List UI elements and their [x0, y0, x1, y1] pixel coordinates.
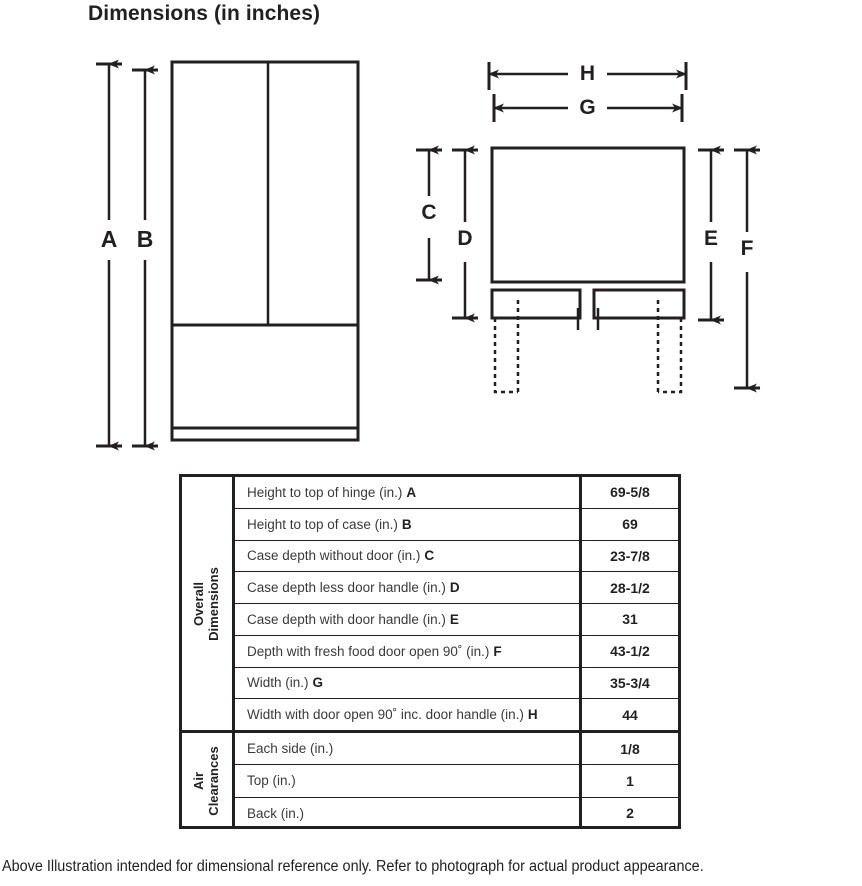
row-value: 43-1/2 — [610, 643, 650, 660]
side-view-drawing — [490, 146, 686, 394]
row-letter: B — [401, 516, 412, 532]
row-description-text: Back (in.) — [247, 805, 305, 821]
row-description: Top (in.) — [235, 765, 582, 797]
row-letter: A — [406, 484, 417, 500]
row-description: Width with door open 90˚ inc. door handl… — [235, 699, 582, 730]
dimension-arrow-b — [132, 65, 158, 451]
row-letter: H — [527, 707, 538, 723]
dimensions-table: Overall Dimensions Height to top of hing… — [179, 474, 681, 829]
dimension-label-h: H — [579, 62, 596, 85]
row-description-text: Width with door open 90˚ inc. door handl… — [247, 707, 524, 723]
row-description-text: Depth with fresh food door open 90˚ (in.… — [247, 643, 490, 659]
row-description: Each side (in.) — [235, 733, 582, 765]
dimension-label-e: E — [703, 227, 718, 250]
row-value: 23-7/8 — [610, 547, 650, 564]
dimension-label-a: A — [100, 226, 118, 252]
dimension-arrow-g — [492, 94, 684, 122]
row-description-text: Case depth without door (in.) — [247, 548, 421, 564]
row-value: 28-1/2 — [610, 579, 650, 596]
row-description-text: Each side (in.) — [247, 741, 334, 757]
dimension-label-d: D — [457, 227, 473, 250]
row-description: Height to top of hinge (in.) A — [235, 477, 582, 508]
dimension-arrow-h — [487, 62, 688, 90]
row-value: 1 — [626, 772, 634, 789]
section-header-air-clearances-label: Air Clearances — [191, 746, 222, 816]
dimension-label-f: F — [740, 237, 754, 260]
section-header-overall-dimensions: Overall Dimensions — [182, 477, 235, 730]
row-description: Width (in.) G — [235, 667, 582, 699]
table-row: Top (in.) 1 — [235, 765, 678, 798]
dimension-arrow-a — [96, 59, 122, 451]
section-header-line2: Clearances — [206, 746, 221, 816]
table-section-overall-dimensions: Overall Dimensions Height to top of hing… — [182, 477, 678, 733]
row-letter: F — [493, 643, 502, 659]
table-row: Width with door open 90˚ inc. door handl… — [235, 699, 678, 730]
row-description-text: Height to top of case (in.) — [247, 516, 398, 532]
row-value: 35-3/4 — [610, 674, 650, 691]
row-value: 44 — [622, 706, 638, 723]
dimension-label-c: C — [421, 201, 437, 224]
row-description-text: Height to top of hinge (in.) — [247, 484, 403, 500]
table-row: Each side (in.) 1/8 — [235, 733, 678, 766]
table-row: Case depth with door handle (in.) E 31 — [235, 604, 678, 636]
table-row: Width (in.) G 35-3/4 — [235, 667, 678, 700]
row-description-text: Case depth with door handle (in.) — [247, 611, 446, 627]
section-header-line1: Overall — [191, 581, 207, 626]
row-value: 69 — [622, 516, 638, 533]
row-description-text: Width (in.) — [247, 675, 309, 691]
dimension-label-b: B — [136, 226, 154, 252]
table-row: Case depth less door handle (in.) D 28-1… — [235, 572, 678, 604]
row-letter: E — [449, 611, 459, 627]
row-value: 31 — [622, 611, 638, 628]
dimension-arrow-c — [416, 145, 442, 285]
footer-disclaimer: Above Illustration intended for dimensio… — [2, 858, 704, 875]
table-row: Height to top of case (in.) B 69 — [235, 508, 678, 541]
row-value: 2 — [626, 805, 634, 822]
row-letter: C — [424, 548, 435, 564]
section-header-line1: Air — [191, 771, 207, 791]
table-section-air-clearances: Air Clearances Each side (in.) 1/8 Top (… — [182, 733, 678, 829]
table-row: Case depth without door (in.) C 23-7/8 — [235, 540, 678, 573]
row-value: 1/8 — [620, 740, 640, 757]
dimension-arrow-f — [734, 145, 760, 393]
row-value: 69-5/8 — [610, 484, 650, 501]
row-description: Depth with fresh food door open 90˚ (in.… — [235, 635, 582, 667]
table-row: Back (in.) 2 — [235, 797, 678, 829]
row-description: Height to top of case (in.) B — [235, 508, 582, 540]
row-description-text: Case depth less door handle (in.) — [247, 580, 446, 596]
row-description-text: Top (in.) — [247, 773, 296, 789]
table-row: Depth with fresh food door open 90˚ (in.… — [235, 635, 678, 668]
row-description: Case depth without door (in.) C — [235, 540, 582, 572]
section-header-air-clearances: Air Clearances — [182, 733, 235, 829]
front-view-drawing — [170, 60, 360, 442]
row-description: Case depth with door handle (in.) E — [235, 604, 582, 635]
dimension-arrow-e — [698, 145, 724, 325]
row-description: Back (in.) — [235, 797, 582, 829]
dimension-arrow-d — [452, 145, 478, 323]
page-title: Dimensions (in inches) — [88, 2, 321, 25]
row-letter: D — [449, 580, 460, 596]
table-row: Height to top of hinge (in.) A 69-5/8 — [235, 477, 678, 509]
row-letter: G — [312, 675, 324, 691]
section-header-overall-dimensions-label: Overall Dimensions — [191, 566, 222, 641]
section-header-line2: Dimensions — [206, 566, 221, 641]
dimension-label-g: G — [579, 96, 596, 119]
row-description: Case depth less door handle (in.) D — [235, 572, 582, 603]
